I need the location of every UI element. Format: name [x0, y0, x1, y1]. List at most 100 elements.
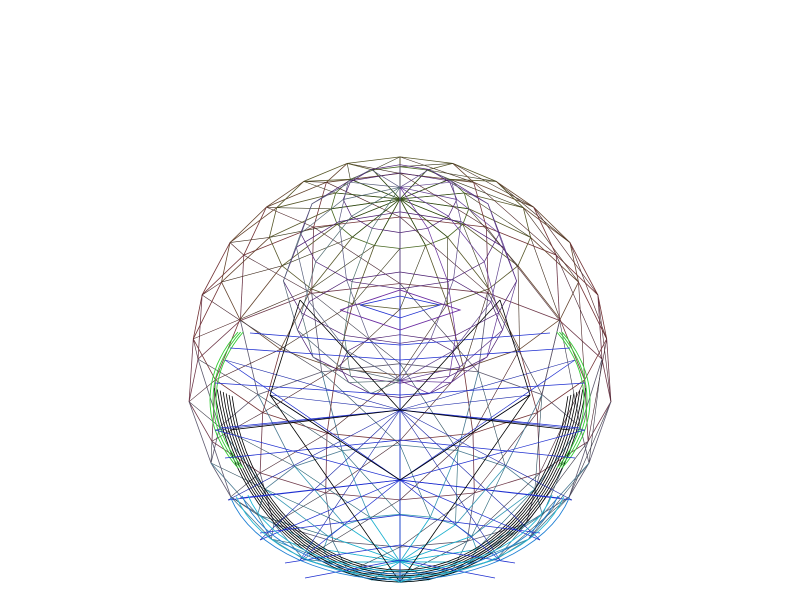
outer-longitude-edge	[530, 237, 579, 283]
outer-diagonal-edge	[326, 374, 401, 434]
outer-diagonal-edge	[294, 466, 370, 518]
floor-fan-spoke	[214, 429, 401, 481]
outer-longitude-edge	[243, 206, 267, 256]
outer-diagonal-edge	[555, 254, 603, 360]
outer-diagonal-edge	[266, 206, 314, 228]
rim-crescent-arc	[212, 331, 241, 469]
outer-diagonal-edge	[399, 368, 464, 441]
inner-cap-diamond	[359, 295, 442, 319]
outer-diagonal-edge	[523, 207, 579, 283]
inner-longitude-edge	[296, 181, 401, 382]
inner-longitude-edge	[343, 187, 401, 395]
outer-longitude-edge	[457, 371, 479, 451]
inner-longitude-edge	[283, 186, 401, 382]
outer-longitude-edge	[580, 358, 603, 428]
outer-longitude-edge	[469, 538, 529, 563]
outer-longitude-edge	[257, 514, 324, 550]
inner-cap-diamond	[339, 289, 462, 331]
outer-diagonal-edge	[273, 492, 326, 525]
outer-diagonal-edge	[452, 163, 534, 208]
bowl-structural-edge	[229, 409, 401, 431]
inner-longitude-edge	[338, 169, 401, 381]
outer-diagonal-edge	[464, 192, 531, 238]
outer-longitude-edge	[452, 163, 474, 183]
outer-longitude-edge	[221, 237, 270, 283]
outer-longitude-edge	[495, 181, 534, 208]
floor-fan-spoke	[399, 429, 586, 481]
outer-longitude-edge	[533, 206, 557, 256]
outer-longitude-edge	[240, 320, 259, 395]
outer-longitude-edge	[271, 538, 331, 563]
outer-diagonal-edge	[281, 236, 353, 267]
rim-crescent-arc	[556, 331, 585, 469]
floor-fan-spoke	[399, 479, 541, 541]
outer-diagonal-edge	[427, 169, 497, 182]
outer-diagonal-edge	[229, 242, 245, 256]
inner-longitude-edge	[301, 186, 401, 383]
outer-diagonal-edge	[347, 163, 401, 174]
floor-fan-spoke	[399, 409, 501, 561]
bottom-tip-edge	[379, 574, 401, 583]
floor-fan-spoke	[399, 359, 576, 411]
outer-diagonal-edge	[311, 293, 401, 364]
outer-longitude-edge	[449, 178, 497, 182]
outer-diagonal-edge	[399, 198, 426, 246]
floor-fan-spoke	[259, 479, 401, 541]
floor-fan-spoke	[299, 409, 401, 561]
bowl-structural-edge	[399, 394, 531, 481]
outer-longitude-edge	[229, 207, 277, 243]
outer-longitude-edge	[264, 488, 329, 537]
rim-crescent-arc	[209, 331, 239, 469]
floor-fan-spoke	[399, 394, 531, 411]
floor-fan-spoke	[399, 409, 573, 501]
outer-diagonal-edge	[210, 441, 213, 464]
outer-diagonal-edge	[496, 496, 570, 560]
outer-diagonal-edge	[399, 156, 474, 183]
outer-longitude-edge	[325, 492, 334, 542]
outer-longitude-edge	[523, 207, 571, 243]
outer-longitude-edge	[578, 281, 608, 340]
outer-longitude-edge	[468, 208, 531, 238]
bottom-rim-arc	[230, 497, 570, 581]
outer-diagonal-edge	[517, 265, 520, 350]
outer-longitude-edge	[201, 242, 231, 296]
outer-diagonal-edge	[597, 294, 612, 402]
outer-longitude-edge	[606, 338, 612, 402]
outer-longitude-edge	[555, 255, 560, 321]
bowl-structural-edge	[399, 394, 531, 583]
floor-fan-spoke	[259, 409, 401, 541]
outer-longitude-edge	[505, 394, 543, 467]
outer-diagonal-edge	[221, 265, 283, 283]
outer-diagonal-edge	[533, 206, 599, 296]
outer-longitude-edge	[262, 349, 281, 413]
outer-longitude-edge	[352, 245, 375, 305]
outer-diagonal-edge	[372, 156, 401, 171]
outer-longitude-edge	[473, 182, 487, 228]
outer-diagonal-edge	[325, 440, 401, 494]
outer-diagonal-edge	[471, 466, 506, 537]
bowl-structural-edge	[499, 299, 531, 396]
outer-longitude-edge	[219, 426, 266, 490]
outer-diagonal-edge	[474, 412, 538, 494]
bottom-rim-arc	[241, 495, 559, 575]
outer-longitude-edge	[321, 371, 343, 451]
outer-diagonal-edge	[578, 282, 585, 380]
outer-longitude-edge	[399, 516, 431, 562]
outer-longitude-edge	[188, 401, 212, 464]
outer-diagonal-edge	[326, 182, 401, 218]
outer-diagonal-edge	[528, 462, 590, 540]
outer-longitude-edge	[210, 462, 258, 516]
outer-diagonal-edge	[193, 338, 199, 360]
outer-longitude-edge	[517, 265, 561, 320]
outer-longitude-edge	[294, 466, 345, 526]
outer-diagonal-edge	[588, 359, 603, 464]
outer-diagonal-edge	[455, 450, 459, 525]
outer-longitude-edge	[332, 541, 349, 573]
outer-longitude-edge	[463, 368, 474, 434]
outer-longitude-edge	[399, 535, 472, 563]
floor-fan-spoke	[269, 394, 401, 411]
rim-crescent-arc	[559, 331, 588, 469]
outer-diagonal-edge	[188, 379, 216, 402]
outer-longitude-edge	[477, 293, 489, 372]
